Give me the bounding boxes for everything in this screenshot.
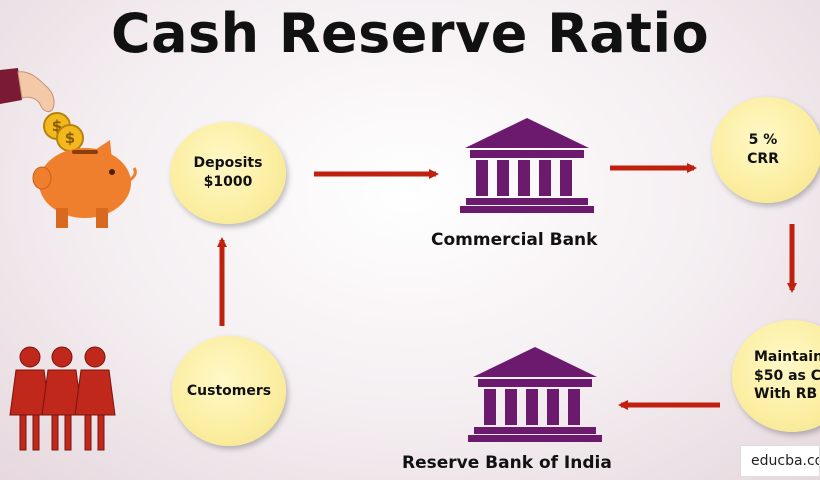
deposits-line1: Deposits [193,155,263,172]
crr-line2: CRR [747,151,779,167]
flow-arrows [217,163,797,410]
crr-node: 5 % CRR [712,97,820,203]
diagram-title: Cash Reserve Ratio [110,2,710,65]
bank-icon [460,118,594,213]
coin-icon: $ $ [43,112,84,152]
reserve-bank-icon [468,347,602,442]
crr-line1: 5 % [748,132,778,149]
maintain-line3: With RB [754,386,818,403]
piggy-bank-icon [32,140,137,228]
maintain-line2: $50 as C [754,367,820,384]
maintain-node: Maintain $50 as C With RB [732,320,820,432]
svg-text:$: $ [52,117,62,135]
people-icon [9,346,116,451]
deposits-node: Deposits $1000 [170,122,286,224]
svg-text:$: $ [65,129,75,147]
reserve-bank-label: Reserve Bank of India [402,453,612,473]
hand-icon [0,68,55,113]
deposits-line2: $1000 [203,174,253,190]
customers-node: Customers [172,336,286,446]
commercial-bank-label: Commercial Bank [431,230,598,250]
brand-watermark: educba.co [740,445,820,477]
customers-label: Customers [186,382,272,399]
maintain-line1: Maintain [754,348,820,365]
